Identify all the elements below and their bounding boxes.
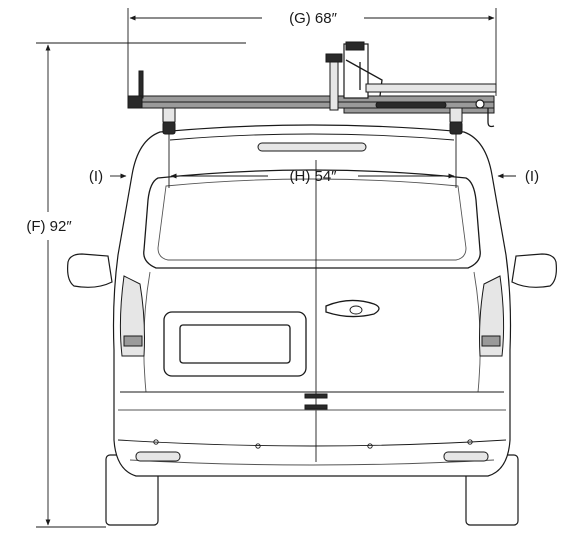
left-tail-lens (123, 335, 143, 347)
seam-mark-1 (304, 393, 328, 399)
rack-mechanism-frame (343, 43, 369, 99)
door-handle (325, 299, 380, 318)
dim-f-label: (F) 92″ (26, 218, 72, 235)
dim-i-right-label: (I) (525, 168, 539, 185)
third-brake-light (257, 142, 367, 152)
license-plate (179, 324, 291, 364)
left-clamp (162, 107, 176, 123)
van-body-outline (112, 124, 512, 477)
sensor-2 (255, 443, 261, 449)
rack-post (329, 57, 339, 111)
rack-left-end (127, 95, 143, 109)
right-reflector (443, 451, 489, 462)
van-rear-view (67, 124, 557, 526)
dimension-lines: (G) 68″ (F) 92″ (H) 54″ (I) (I) (26, 8, 539, 528)
rear-window-inner (157, 178, 467, 261)
license-plate-recess (163, 311, 307, 377)
rear-window (143, 169, 481, 269)
dim-h-label: (H) 54″ (290, 168, 338, 185)
rack-pivot (475, 99, 485, 109)
rack-post-cap (325, 53, 343, 63)
bumper-lower (117, 439, 507, 447)
left-reflector (135, 451, 181, 462)
right-clamp-foot (449, 121, 463, 135)
roof-rack (127, 41, 497, 135)
bumper-skirt (129, 459, 495, 466)
door-handle-lock (349, 305, 363, 315)
sensor-3 (367, 443, 373, 449)
rack-hook (487, 108, 495, 128)
dim-i-left-label: (I) (89, 168, 103, 185)
rack-cylinder (375, 101, 447, 109)
left-clamp-foot (162, 121, 176, 135)
right-clamp (449, 107, 463, 123)
rack-upper-rail (365, 83, 497, 93)
rack-lower-rail (343, 107, 495, 114)
right-mirror (511, 253, 557, 288)
left-mirror (67, 253, 113, 288)
right-tail-lens (481, 335, 501, 347)
sensor-1 (153, 439, 159, 445)
dim-g-label: (G) 68″ (289, 10, 338, 27)
roof-edge (169, 133, 455, 141)
rack-mechanism-top (345, 41, 365, 51)
sensor-4 (467, 439, 473, 445)
rack-left-stopper (138, 70, 144, 99)
seam-mark-2 (304, 404, 328, 410)
